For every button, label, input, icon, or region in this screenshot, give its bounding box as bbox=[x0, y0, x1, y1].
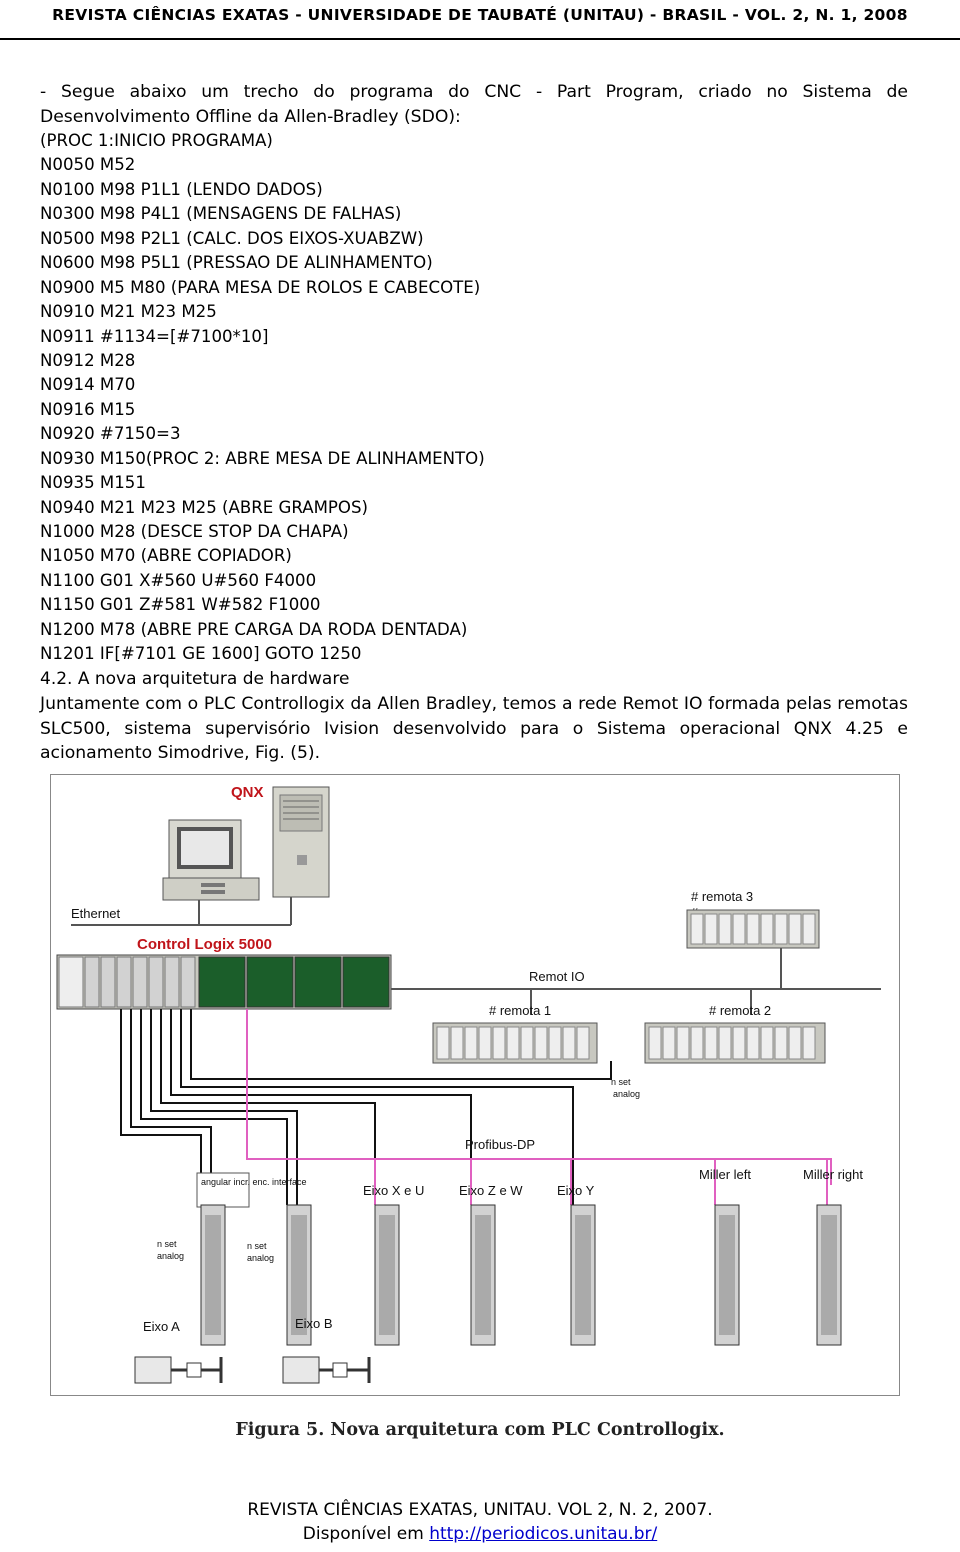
controllogix-rack bbox=[56, 954, 392, 1010]
eixo-zw-label: Eixo Z e W bbox=[459, 1183, 523, 1198]
nset-b-label: n set bbox=[247, 1241, 267, 1251]
ethernet-label: Ethernet bbox=[71, 906, 121, 921]
encoder-label: angular incr. enc. interface bbox=[201, 1177, 307, 1187]
remota1-rack bbox=[432, 1022, 598, 1064]
profibus-cable bbox=[246, 1009, 832, 1205]
code-line: N1150 G01 Z#581 W#582 F1000 bbox=[40, 595, 321, 615]
code-line: N0916 M15 bbox=[40, 399, 136, 419]
code-line: N0940 M21 M23 M25 (ABRE GRAMPOS) bbox=[40, 497, 368, 517]
code-line: N1050 M70 (ABRE COPIADOR) bbox=[40, 546, 292, 566]
code-line: N1201 IF[#7101 GE 1600] GOTO 1250 bbox=[40, 644, 362, 664]
journal-link[interactable]: http://periodicos.unitau.br/ bbox=[429, 1524, 658, 1544]
qnx-workstation bbox=[162, 819, 260, 901]
remota3-rack bbox=[686, 909, 820, 949]
footer-availability: Disponível em http://periodicos.unitau.b… bbox=[0, 1524, 960, 1544]
code-line: N0100 M98 P1L1 (LENDO DADOS) bbox=[40, 179, 323, 199]
remota2-rack bbox=[644, 1022, 826, 1064]
footer-prefix: Disponível em bbox=[302, 1524, 430, 1544]
remota2-label: # remota 2 bbox=[709, 1003, 771, 1018]
section-title: 4.2. A nova arquitetura de hardware bbox=[40, 669, 350, 689]
motor-a bbox=[134, 1356, 223, 1384]
analog-a-label: analog bbox=[157, 1251, 184, 1261]
code-line: N0500 M98 P2L1 (CALC. DOS EIXOS-XUABZW) bbox=[40, 228, 424, 248]
remote-io-label: Remot IO bbox=[529, 969, 585, 984]
body-paragraph: Juntamente com o PLC Controllogix da All… bbox=[40, 694, 908, 763]
code-line: N0920 #7150=3 bbox=[40, 424, 181, 444]
code-line: N0050 M52 bbox=[40, 155, 136, 175]
remota1-label: # remota 1 bbox=[489, 1003, 551, 1018]
control-wires bbox=[120, 1009, 612, 1205]
architecture-diagram: QNX Ethernet Control Logix 5000 Remot IO bbox=[56, 784, 881, 1384]
nset-a-label: n set bbox=[157, 1239, 177, 1249]
code-line: N0914 M70 bbox=[40, 375, 136, 395]
code-line: N0911 #1134=[#7100*10] bbox=[40, 326, 269, 346]
code-line: N1000 M28 (DESCE STOP DA CHAPA) bbox=[40, 522, 349, 541]
miller-right-label: Miller right bbox=[803, 1167, 863, 1182]
architecture-figure: QNX Ethernet Control Logix 5000 Remot IO bbox=[50, 774, 900, 1396]
server-tower bbox=[272, 786, 330, 898]
analog-b-label: analog bbox=[247, 1253, 274, 1263]
motor-b bbox=[282, 1356, 371, 1384]
code-line: N0910 M21 M23 M25 bbox=[40, 302, 217, 322]
eixo-b-label: Eixo B bbox=[295, 1316, 333, 1331]
remota-analog-label: analog bbox=[613, 1089, 640, 1099]
remota3-label: # remota 3 bbox=[691, 889, 753, 904]
journal-header: REVISTA CIÊNCIAS EXATAS - UNIVERSIDADE D… bbox=[52, 6, 908, 24]
intro-paragraph: - Segue abaixo um trecho do programa do … bbox=[40, 82, 908, 127]
page-header: REVISTA CIÊNCIAS EXATAS - UNIVERSIDADE D… bbox=[0, 0, 960, 40]
figure-caption: Figura 5. Nova arquitetura com PLC Contr… bbox=[235, 1420, 725, 1440]
code-line: N0912 M28 bbox=[40, 350, 136, 370]
code-line: N0600 M98 P5L1 (PRESSAO DE ALINHAMENTO) bbox=[40, 253, 433, 273]
code-line: N0935 M151 bbox=[40, 473, 146, 493]
controllogix-label: Control Logix 5000 bbox=[137, 936, 272, 953]
code-line: (PROC 1:INICIO PROGRAMA) bbox=[40, 131, 273, 150]
qnx-label: QNX bbox=[231, 784, 264, 801]
code-line: N1100 G01 X#560 U#560 F4000 bbox=[40, 570, 317, 590]
code-line: N0300 M98 P4L1 (MENSAGENS DE FALHAS) bbox=[40, 204, 402, 224]
footer-journal: REVISTA CIÊNCIAS EXATAS, UNITAU. VOL 2, … bbox=[247, 1500, 713, 1520]
eixo-y-label: Eixo Y bbox=[557, 1183, 595, 1198]
eixo-xu-label: Eixo X e U bbox=[363, 1183, 424, 1198]
remota-nset-label: n set bbox=[611, 1077, 631, 1087]
code-line: N0900 M5 M80 (PARA MESA DE ROLOS E CABEC… bbox=[40, 277, 481, 297]
eixo-a-label: Eixo A bbox=[143, 1319, 180, 1334]
code-line: N1200 M78 (ABRE PRE CARGA DA RODA DENTAD… bbox=[40, 619, 468, 639]
simodrive-units bbox=[200, 1204, 842, 1346]
profibus-label: Profibus-DP bbox=[465, 1137, 535, 1152]
code-line: N0930 M150(PROC 2: ABRE MESA DE ALINHAME… bbox=[40, 448, 485, 468]
miller-left-label: Miller left bbox=[699, 1167, 751, 1182]
